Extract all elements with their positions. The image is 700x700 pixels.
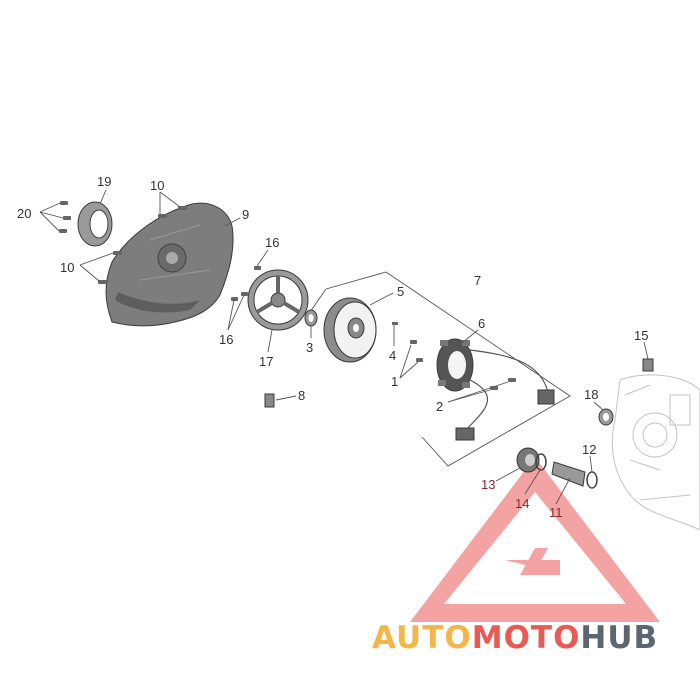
callout-2: 2 bbox=[436, 399, 443, 414]
part-16-screws bbox=[231, 266, 261, 301]
part-18-seal bbox=[598, 408, 614, 426]
callout-19: 19 bbox=[97, 174, 111, 189]
callout-4: 4 bbox=[389, 348, 396, 363]
part-10-screws bbox=[98, 206, 187, 284]
watermark-moto: MOTO bbox=[472, 620, 581, 656]
callout-labels: 19 20 10 10 9 16 16 17 3 5 7 6 4 1 2 8 1… bbox=[17, 174, 648, 520]
part-1-4-small bbox=[392, 322, 423, 362]
part-19-ring bbox=[77, 201, 113, 247]
callout-7: 7 bbox=[474, 273, 481, 288]
part-11-shaft bbox=[551, 461, 586, 487]
watermark-triangle bbox=[410, 457, 660, 622]
callout-15: 15 bbox=[634, 328, 648, 343]
callout-12: 12 bbox=[582, 442, 596, 457]
callout-5: 5 bbox=[397, 284, 404, 299]
callout-18: 18 bbox=[584, 387, 598, 402]
watermark-auto: AUTO bbox=[372, 620, 472, 656]
callout-8: 8 bbox=[298, 388, 305, 403]
watermark-g-shape bbox=[505, 548, 560, 575]
part-9-cover bbox=[105, 202, 234, 327]
callout-16-bottom: 16 bbox=[219, 332, 233, 347]
callout-10-top: 10 bbox=[150, 178, 164, 193]
part-6-stator bbox=[436, 338, 555, 441]
watermark-hub: HUB bbox=[580, 620, 658, 656]
callout-6: 6 bbox=[478, 316, 485, 331]
crankcase bbox=[611, 374, 700, 531]
callout-14: 14 bbox=[515, 496, 529, 511]
callout-13: 13 bbox=[481, 477, 495, 492]
callout-16-top: 16 bbox=[265, 235, 279, 250]
callout-1: 1 bbox=[391, 374, 398, 389]
part-3-washer bbox=[304, 309, 318, 327]
callout-20: 20 bbox=[17, 206, 31, 221]
callout-3: 3 bbox=[306, 340, 313, 355]
part-13-bushing bbox=[516, 447, 540, 473]
part-17-fan bbox=[247, 269, 309, 331]
callout-17: 17 bbox=[259, 354, 273, 369]
callout-9: 9 bbox=[242, 207, 249, 222]
part-8-clip bbox=[264, 393, 275, 408]
leader-lines bbox=[39, 189, 649, 505]
watermark-text: AUTOMOTOHUB bbox=[372, 620, 658, 656]
watermark-logo bbox=[410, 457, 660, 622]
part-14-oring bbox=[535, 453, 547, 471]
part-20-screws bbox=[59, 201, 71, 233]
callout-10-left: 10 bbox=[60, 260, 74, 275]
part-12-oring bbox=[586, 471, 598, 489]
callout-11: 11 bbox=[549, 505, 563, 520]
part-5-flywheel bbox=[323, 297, 377, 363]
part-15-sensor bbox=[642, 358, 654, 372]
